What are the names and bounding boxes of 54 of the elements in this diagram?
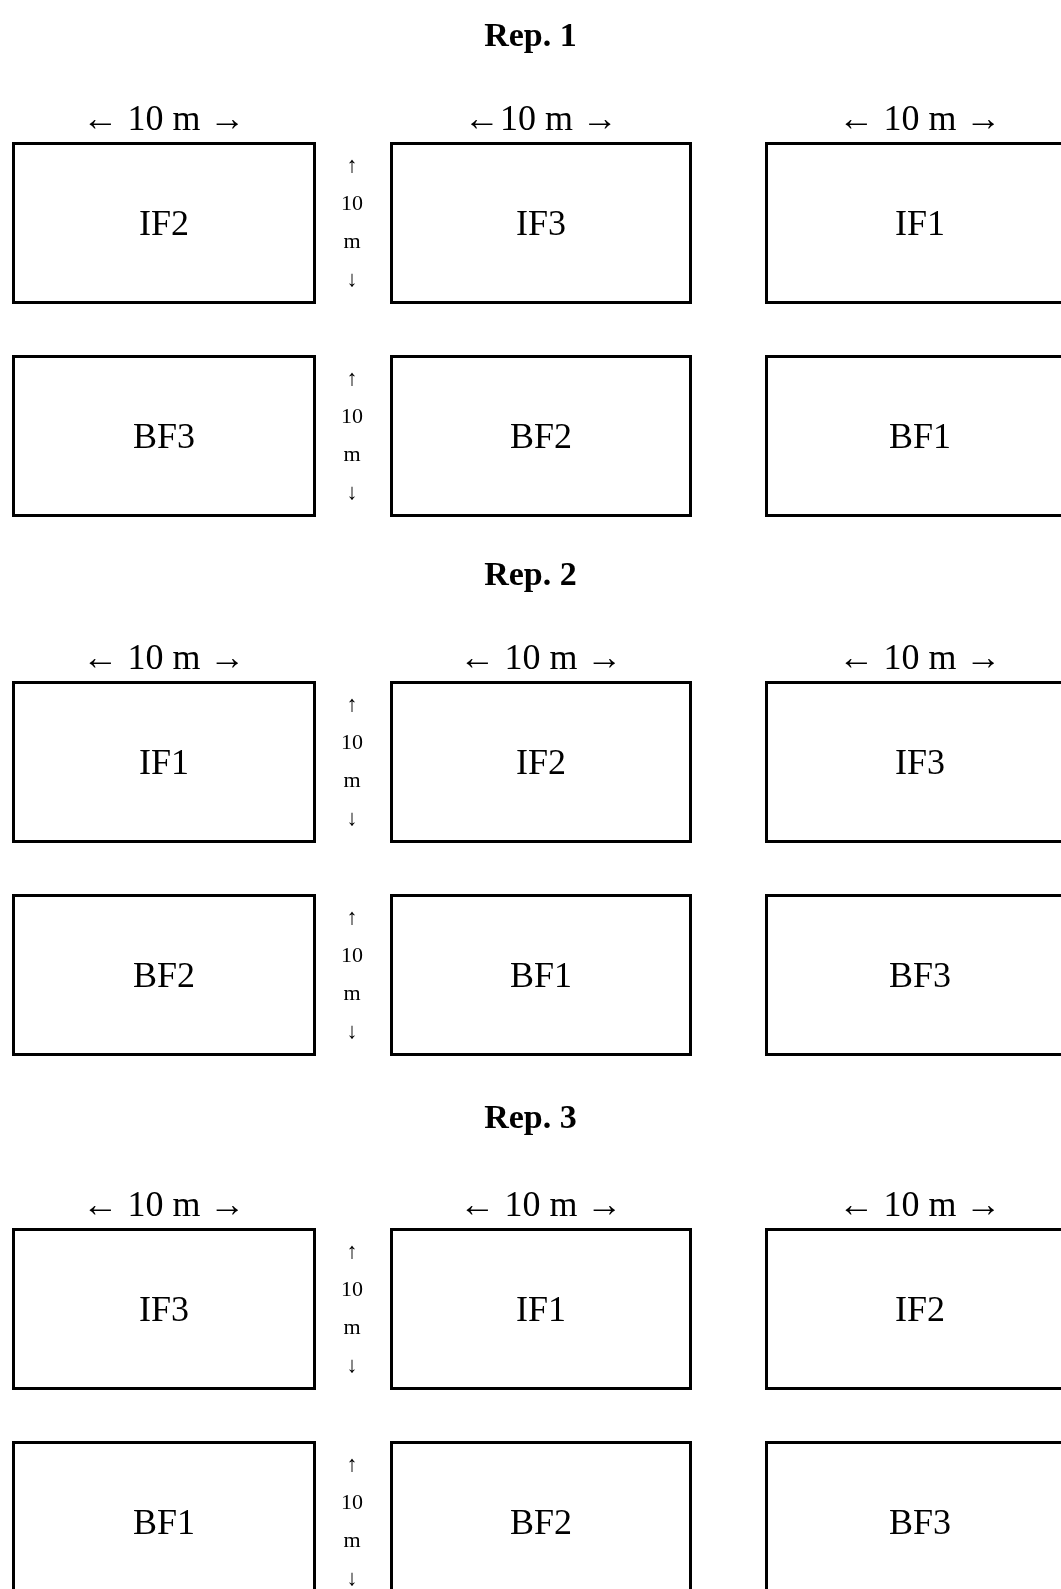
dimension-label: ↑ 10 m ↓ <box>340 690 364 832</box>
plot-box <box>390 142 692 304</box>
plot-box <box>12 1228 316 1390</box>
plot-box <box>12 1441 316 1589</box>
plot-box <box>390 894 692 1056</box>
plot-box <box>12 142 316 304</box>
plot-label: IF3 <box>139 1291 189 1327</box>
dimension-label: ↑ 10 m ↓ <box>340 903 364 1045</box>
plot-box <box>12 894 316 1056</box>
plot-box <box>390 681 692 843</box>
dimension-label: ←10 m → <box>464 100 618 136</box>
dimension-label: ← 10 m → <box>82 639 246 675</box>
plot-label: BF3 <box>888 957 951 993</box>
plot-label: BF2 <box>509 1504 572 1540</box>
plot-box <box>765 894 1061 1056</box>
dimension-label: ↑ 10 m ↓ <box>340 364 364 506</box>
dimension-label: ← 10 m → <box>838 1186 1002 1222</box>
plot-label: IF2 <box>139 205 189 241</box>
plot-label: BF3 <box>888 1504 951 1540</box>
plot-box <box>390 355 692 517</box>
plot-box <box>765 681 1061 843</box>
plot-label: IF1 <box>516 1291 566 1327</box>
dimension-label: ← 10 m → <box>459 1186 623 1222</box>
plot-box <box>765 1228 1061 1390</box>
plot-label: IF3 <box>895 744 945 780</box>
dimension-label: ↑ 10 m ↓ <box>340 1450 364 1589</box>
dimension-label: ← 10 m → <box>82 1186 246 1222</box>
plot-box <box>765 355 1061 517</box>
dimension-label: ↑ 10 m ↓ <box>340 1237 364 1379</box>
plot-label: BF1 <box>132 1504 195 1540</box>
plot-box <box>765 142 1061 304</box>
plot-label: BF2 <box>509 418 572 454</box>
rep-heading: Rep. 1 <box>483 18 578 52</box>
dimension-label: ← 10 m → <box>459 639 623 675</box>
plot-box <box>390 1441 692 1589</box>
plot-label: BF3 <box>132 418 195 454</box>
rep-heading: Rep. 2 <box>483 557 578 591</box>
plot-box <box>12 681 316 843</box>
plot-label: BF2 <box>132 957 195 993</box>
dimension-label: ← 10 m → <box>82 100 246 136</box>
plot-label: IF1 <box>895 205 945 241</box>
rep-heading: Rep. 3 <box>483 1100 578 1134</box>
plot-box <box>12 355 316 517</box>
plot-label: IF3 <box>516 205 566 241</box>
plot-label: IF2 <box>516 744 566 780</box>
plot-label: BF1 <box>509 957 572 993</box>
dimension-label: ↑ 10 m ↓ <box>340 151 364 293</box>
plot-box <box>765 1441 1061 1589</box>
plot-box <box>390 1228 692 1390</box>
plot-label: BF1 <box>888 418 951 454</box>
plot-label: IF1 <box>139 744 189 780</box>
dimension-label: ← 10 m → <box>838 100 1002 136</box>
dimension-label: ← 10 m → <box>838 639 1002 675</box>
plot-label: IF2 <box>895 1291 945 1327</box>
